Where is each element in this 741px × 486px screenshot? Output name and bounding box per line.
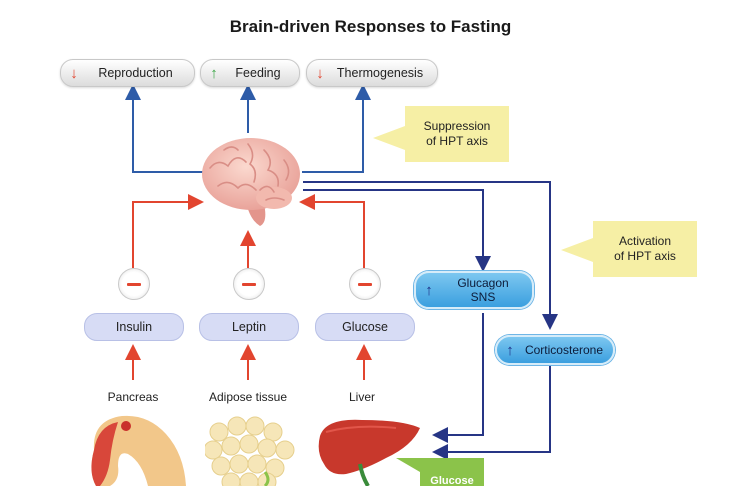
effector-arrows: [303, 181, 558, 460]
up-arrow-icon: ↑: [506, 341, 514, 359]
insulin-pill: Insulin: [84, 313, 184, 341]
glucagon-sns-pill: ↑ Glucagon SNS: [414, 271, 534, 309]
thermogenesis-pill: ↓ Thermogenesis: [306, 59, 438, 87]
insulin-feedback-arrow: [132, 194, 204, 268]
arrow-to-reproduction: [125, 84, 205, 173]
activation-note-tail: [561, 238, 593, 262]
brain-output-arrows: [125, 84, 371, 173]
thermogenesis-label: Thermogenesis: [336, 66, 424, 80]
corticosterone-pill: ↑ Corticosterone: [495, 335, 615, 365]
leptin-pill: Leptin: [199, 313, 299, 341]
arrow-to-glucagon: [303, 189, 491, 272]
glucose-output-label: Glucose: [430, 476, 474, 486]
adipose-tissue-illustration: [205, 416, 295, 486]
liver-label: Liver: [348, 390, 375, 404]
feeding-label: Feeding: [235, 66, 281, 80]
feedback-arrows: [125, 194, 372, 380]
arrow-glucagon-to-liver: [432, 313, 484, 443]
glucose-output-banner: [396, 458, 484, 486]
inhibition-icon: [233, 268, 265, 300]
suppression-note-tail: [373, 126, 405, 150]
adipose-tissue-label: Adipose tissue: [208, 390, 288, 404]
inhibition-icon: [118, 268, 150, 300]
corticosterone-label: Corticosterone: [524, 343, 604, 357]
inhibition-icon: [349, 268, 381, 300]
up-arrow-icon: ↑: [210, 64, 218, 82]
arrow-to-thermogenesis: [302, 84, 371, 173]
glucose-feedback-arrow: [299, 194, 365, 268]
reproduction-pill: ↓ Reproduction: [60, 59, 195, 87]
glucose-pill: Glucose: [315, 313, 415, 341]
diagram-title: Brain-driven Responses to Fasting: [229, 17, 512, 36]
pancreas-illustration: [91, 415, 186, 486]
reproduction-label: Reproduction: [98, 66, 173, 80]
activation-note: Activation of HPT axis: [593, 221, 697, 277]
down-arrow-icon: ↓: [316, 64, 324, 82]
up-arrow-icon: ↑: [425, 281, 433, 299]
arrow-corticosterone-to-liver: [432, 362, 551, 460]
down-arrow-icon: ↓: [70, 64, 78, 82]
feeding-pill: ↑ Feeding: [200, 59, 300, 87]
suppression-note: Suppression of HPT axis: [405, 106, 509, 162]
arrow-to-corticosterone: [303, 181, 558, 330]
glucagon-sns-label: Glucagon SNS: [457, 276, 509, 304]
pancreas-label: Pancreas: [107, 390, 159, 404]
brain-illustration: [202, 138, 300, 226]
liver-illustration: [318, 419, 420, 486]
